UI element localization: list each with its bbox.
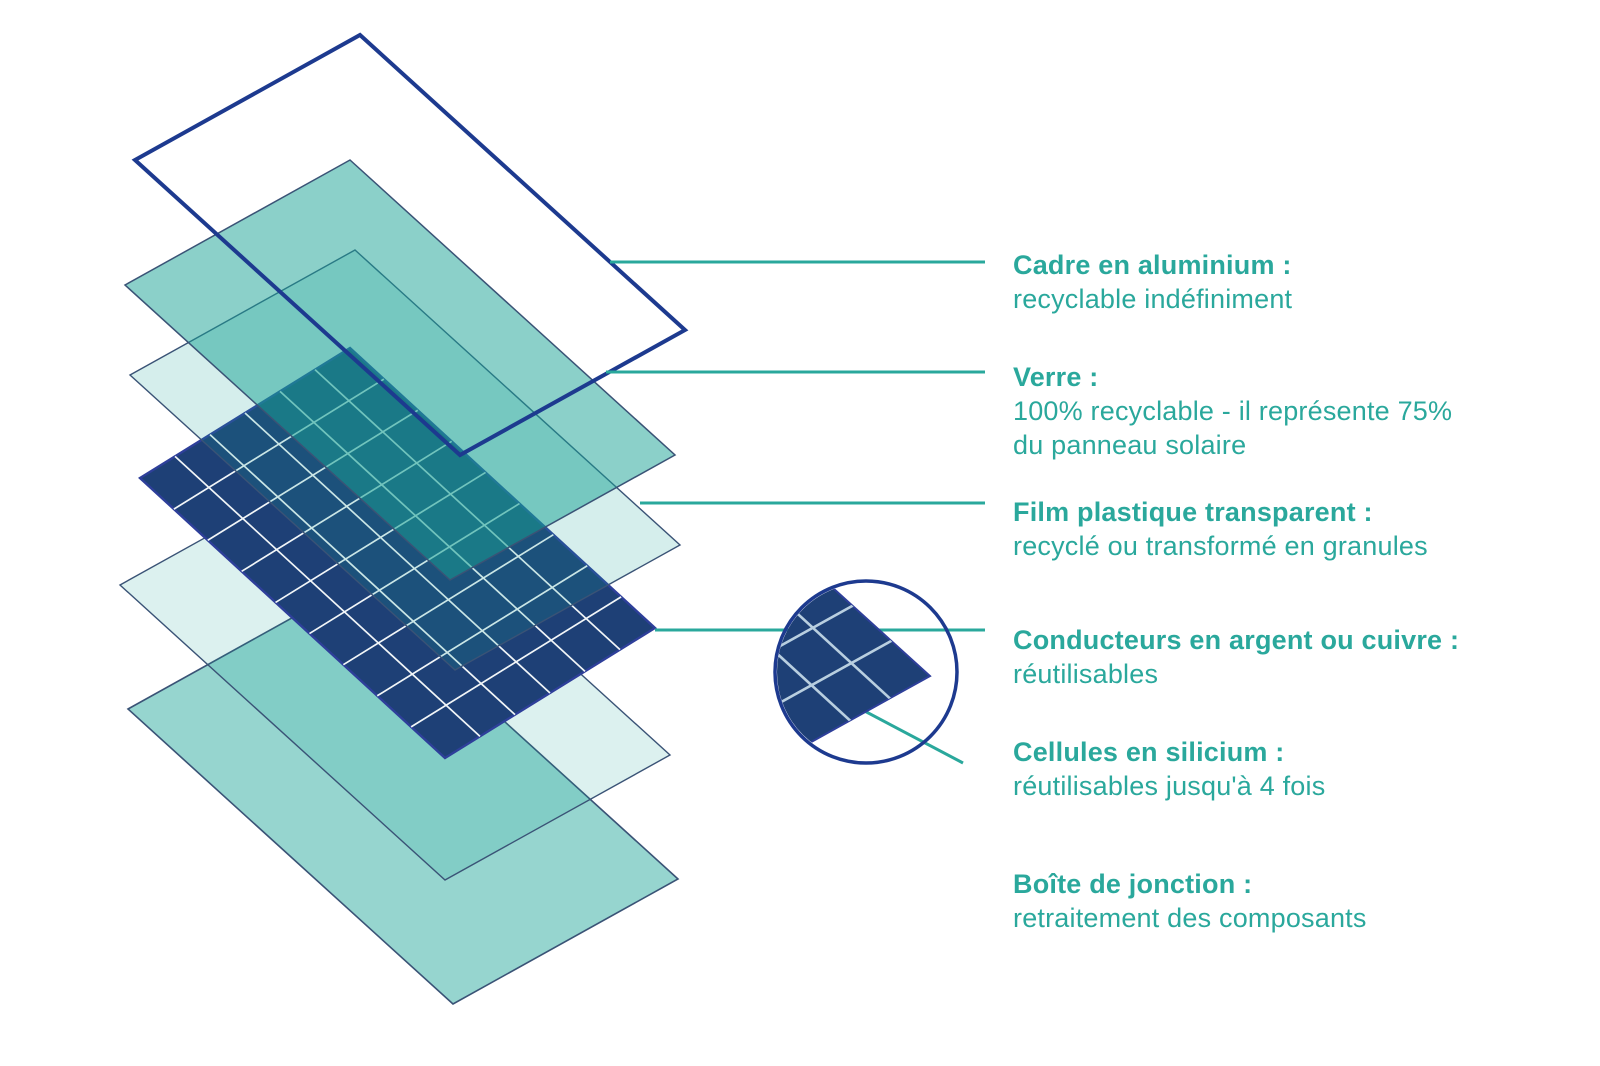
label-cellules-title: Cellules en silicium : — [1013, 737, 1285, 767]
label-verre-text-2: du panneau solaire — [1013, 430, 1247, 460]
label-film-text: recyclé ou transformé en granules — [1013, 531, 1428, 561]
aluminium-frame-shape — [135, 35, 685, 455]
label-cellules: Cellules en silicium : réutilisables jus… — [1013, 735, 1325, 803]
label-conducteurs-text: réutilisables — [1013, 659, 1159, 689]
label-cadre-title: Cadre en aluminium : — [1013, 250, 1292, 280]
label-conducteurs: Conducteurs en argent ou cuivre : réutil… — [1013, 623, 1459, 691]
label-film-title: Film plastique transparent : — [1013, 497, 1373, 527]
label-conducteurs-title: Conducteurs en argent ou cuivre : — [1013, 625, 1460, 655]
junction-box-layer-shape — [128, 584, 678, 1004]
label-cadre-text: recyclable indéfiniment — [1013, 284, 1293, 314]
label-jonction-text: retraitement des composants — [1013, 903, 1367, 933]
label-verre-title: Verre : — [1013, 362, 1099, 392]
magnifier-circle — [773, 579, 959, 765]
label-jonction-title: Boîte de jonction : — [1013, 869, 1253, 899]
label-jonction: Boîte de jonction : retraitement des com… — [1013, 867, 1367, 935]
glass-layer-shape — [125, 160, 675, 580]
label-cellules-text: réutilisables jusqu'à 4 fois — [1013, 771, 1326, 801]
label-verre: Verre : 100% recyclable - il représente … — [1013, 360, 1452, 462]
label-cadre: Cadre en aluminium : recyclable indéfini… — [1013, 248, 1292, 316]
label-verre-text-1: 100% recyclable - il représente 75% — [1013, 396, 1453, 426]
label-film: Film plastique transparent : recyclé ou … — [1013, 495, 1428, 563]
